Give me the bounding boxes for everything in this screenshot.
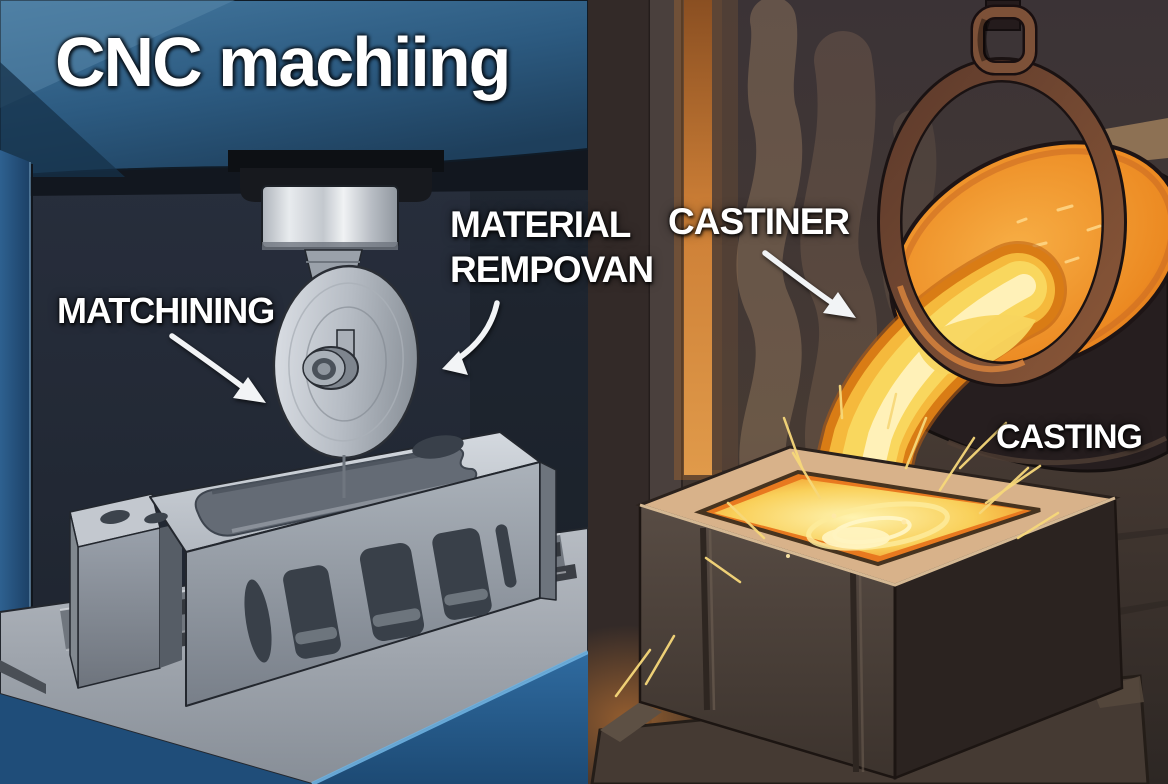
splash: [822, 527, 890, 549]
casting-illustration: [588, 0, 1168, 784]
machining-arrow-icon: [169, 333, 247, 391]
machine-head-panel: [0, 0, 588, 179]
casting-mold: [588, 445, 1150, 784]
material-removal-arrow-icon: [453, 300, 500, 363]
castiner-label: CASTINER: [668, 201, 850, 242]
table-left-face: [0, 694, 312, 784]
scene-title: CNC machiing: [55, 23, 511, 101]
casting-label: CASTING: [996, 418, 1143, 456]
machining-label: MATCHINING: [57, 290, 275, 331]
material-removal-label: MATERIAL REMPOVAN: [450, 202, 654, 292]
material-removal-line1: MATERIAL: [450, 204, 631, 245]
ladle-ring: [877, 0, 1127, 387]
cutting-disc: [272, 264, 420, 498]
cnc-machining-illustration: [0, 0, 588, 784]
spindle-assembly: [228, 150, 444, 498]
sparks: [614, 384, 1060, 698]
machine-left-column: [0, 150, 33, 660]
castiner-arrow-icon: [762, 250, 837, 307]
material-removal-line2: REMPOVAN: [450, 249, 654, 291]
